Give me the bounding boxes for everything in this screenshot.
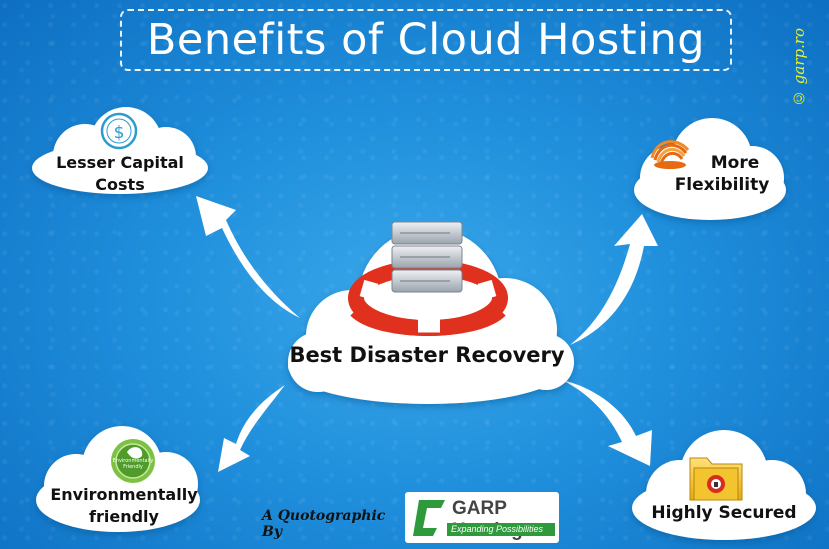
- logo-tagline: Expanding Possibilities: [447, 523, 555, 536]
- benefit-secured: Highly Secured: [646, 502, 802, 524]
- lock-folder-icon: [689, 457, 743, 501]
- benefit-flexibility: More Flexibility: [662, 152, 782, 196]
- eco-badge-line1: Environmentally: [112, 458, 154, 464]
- benefit-capital-line1: Lesser Capital: [56, 153, 184, 172]
- eco-badge-icon: [111, 439, 155, 483]
- benefit-capital-costs: Lesser Capital Costs: [50, 152, 190, 196]
- dollar-icon: $: [100, 112, 138, 150]
- garp-logo-mark-icon: [413, 500, 445, 536]
- arrow-to-secured: [562, 380, 652, 466]
- arrow-to-environment: [218, 385, 285, 472]
- svg-text:$: $: [114, 123, 125, 143]
- page-title: Benefits of Cloud Hosting: [146, 15, 706, 65]
- benefit-secured-line1: Highly Secured: [651, 503, 797, 523]
- server-lifebuoy-icon: [348, 221, 508, 336]
- benefit-environment-line1: Environmentally: [50, 485, 198, 504]
- quotographic-credit: A Quotographic By: [262, 508, 386, 540]
- arrow-to-capital-costs: [196, 196, 300, 318]
- center-label: Best Disaster Recovery: [289, 343, 565, 367]
- benefit-flexibility-line1: More: [710, 153, 760, 173]
- benefit-environment: Environmentally friendly: [44, 484, 204, 528]
- benefit-capital-line2: Costs: [95, 175, 145, 194]
- cloud-flexibility: [634, 118, 786, 220]
- garp-logo: GARP Hosting Expanding Possibilities: [405, 492, 559, 543]
- benefit-flexibility-line2: Flexibility: [674, 175, 770, 195]
- benefit-environment-line2: friendly: [89, 507, 159, 526]
- eco-badge-line2: Friendly: [123, 464, 143, 470]
- slinky-icon: [650, 140, 690, 169]
- arrow-to-flexibility: [570, 214, 658, 345]
- title-frame: [120, 9, 732, 71]
- eco-badge-text: Environmentally Friendly: [112, 458, 154, 470]
